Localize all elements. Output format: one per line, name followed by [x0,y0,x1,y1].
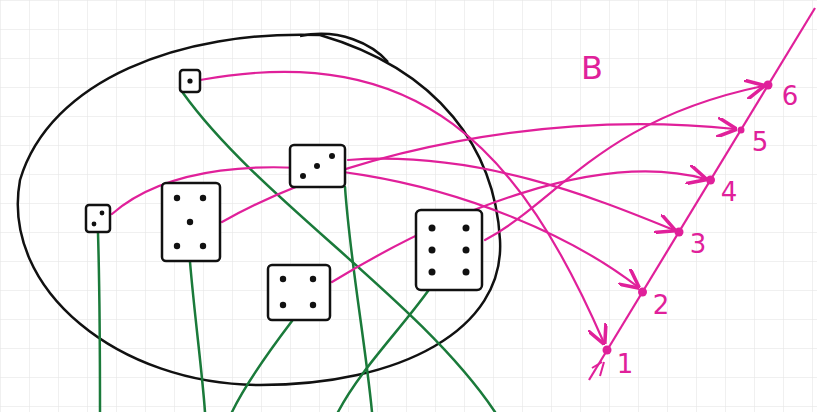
pip [280,302,286,308]
point [738,127,745,134]
pip [200,195,206,201]
pip [314,163,320,169]
pip [174,195,180,201]
number-label: 1 [617,351,634,377]
die-face [416,210,482,290]
number-label: 2 [653,292,670,318]
pip [429,225,436,232]
number-line [589,8,815,380]
pip [329,153,335,159]
pip [310,302,316,308]
point [603,346,612,355]
pips [92,78,470,308]
green-line [232,321,292,412]
line-tick [592,362,604,376]
number-points [603,81,773,355]
pip [100,211,105,216]
green-line [345,187,372,412]
pip [310,276,316,282]
die-face [180,70,200,92]
point [764,81,773,90]
green-line [98,233,100,412]
pip [429,247,436,254]
pip [92,222,97,227]
green-maps [98,93,495,412]
pip [187,78,192,83]
map-arrow [348,159,674,230]
number-label: 6 [782,83,799,109]
pip [300,173,306,179]
die-face [162,183,220,261]
die-face [86,205,110,232]
set-name: B [581,52,603,84]
pip [174,243,180,249]
green-line [183,93,495,412]
pip [463,225,470,232]
pip [280,276,286,282]
number-label: 5 [752,129,769,155]
pip [429,269,436,276]
pip [463,269,470,276]
outline-stroke [300,34,388,62]
map-arrow [332,172,705,282]
pip [200,243,206,249]
map-arrow [200,72,604,343]
dice [86,70,482,320]
pip [187,219,193,225]
green-line [190,262,205,412]
magenta-maps [112,72,763,343]
number-label: 4 [721,179,738,205]
point [638,288,647,297]
pip [463,247,470,254]
die-face [290,145,345,187]
point [675,228,684,237]
green-line [338,291,428,412]
map-arrow [222,124,735,222]
number-label: 3 [690,231,707,257]
point [706,176,715,185]
die-face [268,265,330,320]
